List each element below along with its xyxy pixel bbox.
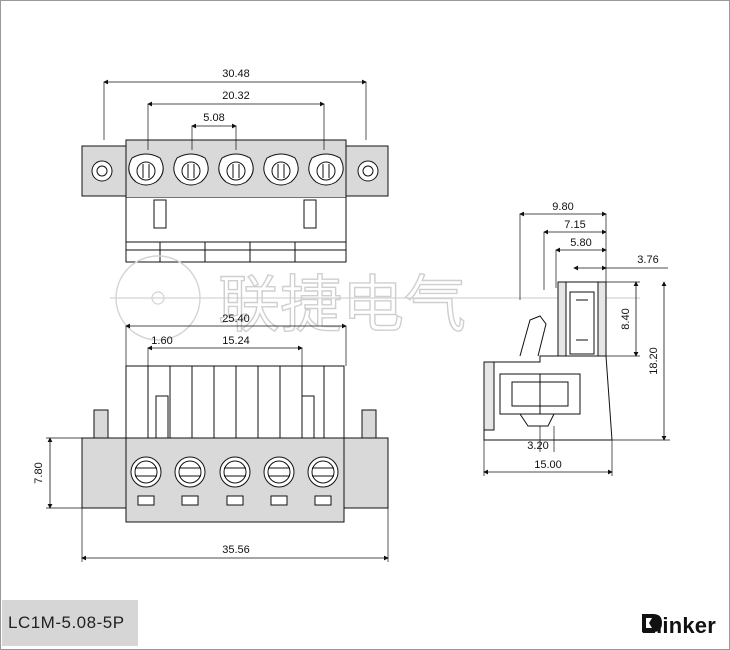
dim-offset: 1.60 (151, 335, 172, 347)
dim-d5: 8.40 (620, 308, 632, 329)
dim-pin-span: 25.40 (222, 313, 250, 325)
dim-d7: 3.20 (527, 440, 548, 452)
front-view (46, 323, 389, 562)
dim-height: 7.80 (33, 462, 45, 483)
dim-d6: 18.20 (648, 347, 660, 375)
side-view (483, 211, 670, 476)
dim-d2: 7.15 (564, 219, 585, 231)
dim-mid: 20.32 (222, 90, 250, 102)
dim-pitch: 5.08 (203, 112, 224, 124)
brand-logo: Elinker (641, 612, 716, 640)
top-view (81, 79, 389, 263)
dim-d1: 9.80 (552, 201, 573, 213)
dim-overall: 30.48 (222, 68, 250, 80)
brand-mark-icon (642, 614, 663, 632)
watermark: 联捷电气 (110, 255, 640, 342)
dim-inner-span: 15.24 (222, 335, 250, 347)
watermark-text: 联捷电气 (218, 268, 466, 341)
dim-d8: 15.00 (534, 459, 562, 471)
dim-d3: 5.80 (570, 237, 591, 249)
dim-d4: 3.76 (637, 254, 658, 266)
dim-overall-width: 35.56 (222, 544, 250, 556)
model-label: LC1M-5.08-5P (2, 600, 138, 646)
